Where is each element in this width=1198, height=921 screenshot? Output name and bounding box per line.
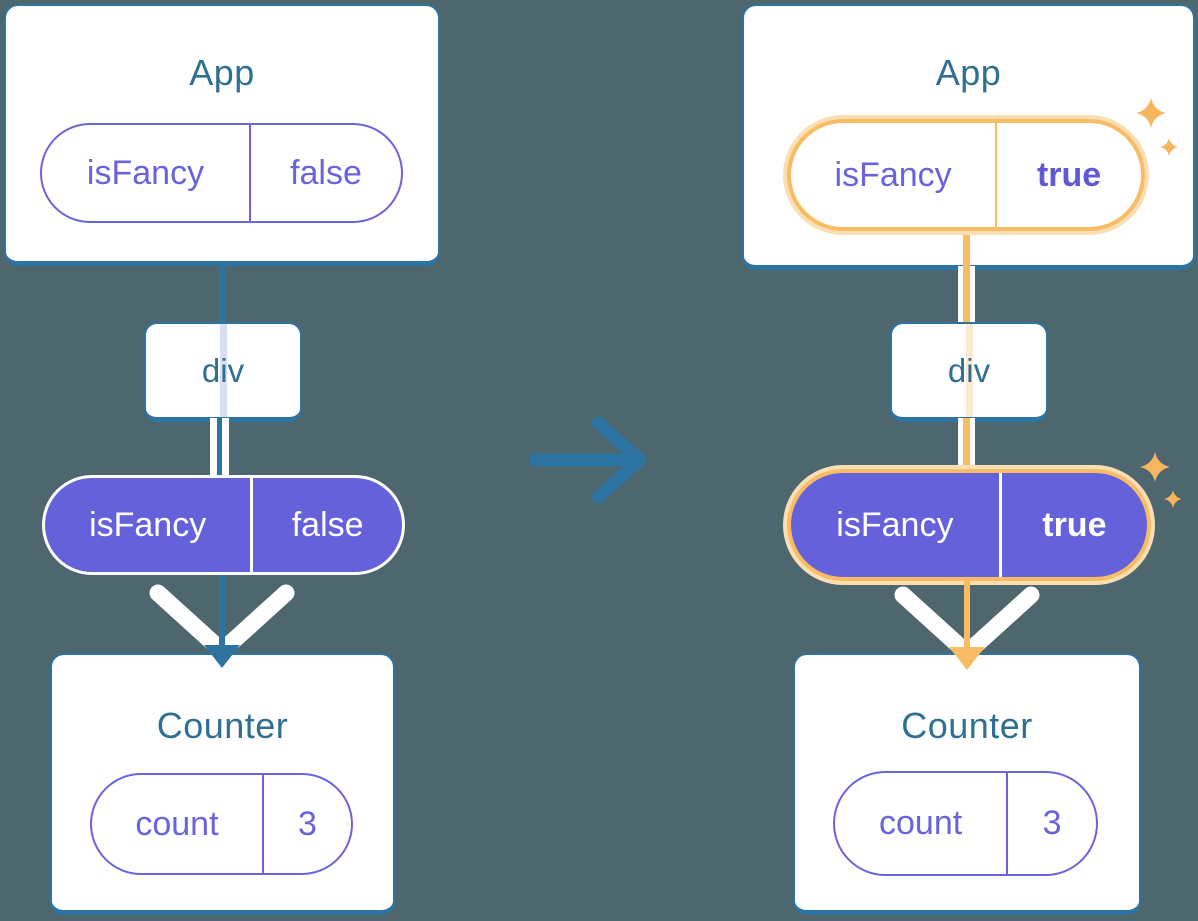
app-prop-pill: isFancy false [40,123,403,223]
div-label: div [201,351,245,389]
prop-key: isFancy [45,478,254,572]
div-label: div [947,351,991,389]
tree-edge-line [219,262,225,324]
state-value: 3 [297,804,317,843]
prop-key: isFancy [791,123,998,227]
div-box: div [144,322,302,422]
prop-value: false [291,505,364,544]
prop-flow-segment [210,418,229,477]
prop-arrow-down [894,577,1040,670]
app-prop-pill-highlighted: isFancy true [787,119,1145,231]
prop-passthrough-line [965,324,973,417]
arrowhead-icon [949,647,985,670]
counter-title: Counter [156,705,289,746]
state-value: 3 [1042,804,1062,842]
counter-title: Counter [901,705,1033,746]
prop-flow-segment [963,233,970,266]
prop-key: isFancy [791,473,1002,577]
prop-flow-segment [958,418,975,473]
prop-arrow-down [149,575,295,668]
sparkles-icon [1140,452,1182,508]
passed-prop-pill-highlighted: isFancy true [787,469,1151,581]
passed-prop-pill: isFancy false [42,475,405,575]
state-key: count [835,773,1009,874]
prop-passthrough-line [219,324,227,417]
sparkles-icon [1136,98,1178,156]
prop-key: isFancy [42,125,251,221]
div-box: div [890,322,1048,422]
prop-value: false [290,153,362,192]
prop-flow-segment [958,266,975,326]
prop-value: true [1042,505,1107,544]
state-key: count [92,775,264,873]
app-title: App [189,52,255,93]
arrow-right-icon [529,416,647,504]
counter-state-pill: count 3 [833,771,1098,876]
counter-state-pill: count 3 [90,773,353,875]
arrowhead-icon [204,645,240,668]
app-title: App [935,52,1002,93]
prop-value: true [1036,155,1102,194]
